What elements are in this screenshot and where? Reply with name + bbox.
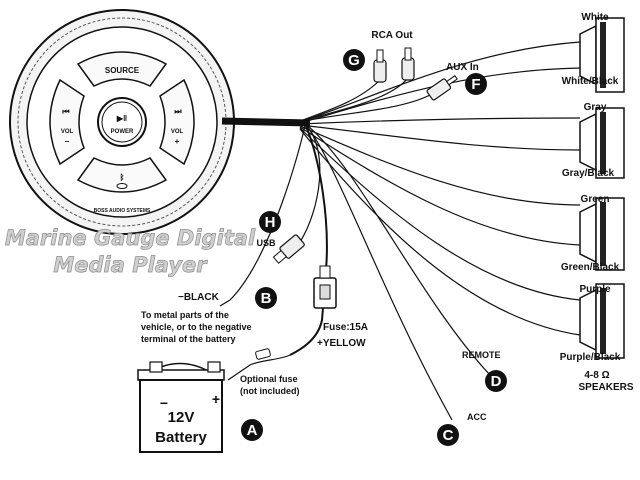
main-harness	[221, 117, 311, 127]
power-wires	[229, 123, 491, 421]
next-track-icon: ⏭	[174, 107, 182, 116]
speaker-3	[579, 197, 625, 271]
speaker-2-positive-label: Gray	[584, 102, 607, 113]
badge-d: D	[485, 370, 507, 392]
badge-g: G	[343, 49, 365, 71]
badge-c: C	[437, 424, 459, 446]
optional-fuse-line-2: (not included)	[240, 386, 300, 396]
speaker-impedance-label: 4-8 Ω	[584, 370, 609, 381]
badge-h-letter: H	[265, 214, 276, 231]
speaker-wires	[299, 41, 581, 336]
speaker-4-negative-label: Purple/Black	[560, 352, 621, 363]
bluetooth-icon: ᛒ	[120, 173, 125, 182]
badge-g-letter: G	[348, 52, 360, 69]
fuse-holder	[313, 265, 337, 309]
source-label: SOURCE	[105, 66, 140, 75]
ground-wire	[219, 299, 231, 307]
usb-plug	[272, 234, 305, 264]
remote-label: REMOTE	[462, 350, 501, 360]
battery-positive-terminal	[207, 361, 221, 373]
optional-fuse	[227, 348, 291, 381]
battery: − + 12V Battery	[137, 361, 225, 453]
rca-aux-wires	[299, 77, 431, 122]
vol-up-label: VOL	[171, 129, 184, 135]
connector-labels: RCA Out AUX In USB −BLACK To metal parts…	[141, 30, 501, 422]
battery-plus-sign: +	[212, 391, 220, 407]
minus-sign-icon: −	[65, 137, 70, 146]
vol-up-button[interactable]: ⏭ VOL +	[159, 78, 195, 166]
power-button[interactable]: ▶‖ POWER	[97, 97, 147, 147]
title-line-1: Marine Gauge Digital	[5, 226, 256, 250]
vol-down-label: VOL	[61, 129, 74, 135]
aux-in-label: AUX In	[446, 62, 479, 73]
black-note-line-1: To metal parts of the	[141, 310, 229, 320]
yellow-wire-label: +YELLOW	[317, 338, 366, 349]
speaker-2	[579, 107, 625, 179]
vol-down-button[interactable]: ⏮ VOL −	[49, 78, 85, 166]
badge-b: B	[255, 287, 277, 309]
title-line-2: Media Player	[53, 253, 208, 277]
badge-f: F	[465, 73, 487, 95]
badge-c-letter: C	[443, 427, 454, 444]
battery-negative-terminal	[149, 361, 163, 373]
speaker-4	[579, 283, 625, 359]
black-note-line-3: terminal of the battery	[141, 334, 236, 344]
brand-label: BOSS AUDIO SYSTEMS	[94, 208, 151, 214]
badge-a-letter: A	[247, 422, 258, 439]
bluetooth-button[interactable]: ᛒ	[76, 157, 168, 193]
speaker-1-negative-label: White/Black	[562, 76, 619, 87]
badge-f-letter: F	[471, 76, 480, 93]
usb-label: USB	[256, 238, 276, 248]
rca-out-label: RCA Out	[371, 30, 413, 41]
speaker-4-positive-label: Purple	[579, 284, 611, 295]
speakers-caption: SPEAKERS	[578, 382, 633, 393]
black-wire-label: −BLACK	[178, 292, 220, 303]
control-unit: SOURCE ⏮ VOL − ⏭ VOL + ᛒ ▶‖ POWER	[9, 9, 235, 235]
diagram-title: Marine Gauge Digital Media Player	[4, 226, 256, 278]
battery-voltage: 12V	[168, 409, 195, 426]
speaker-3-negative-label: Green/Black	[561, 262, 620, 273]
fuse-rating-label: Fuse:15A	[323, 322, 368, 333]
source-button[interactable]: SOURCE	[76, 51, 168, 87]
prev-track-icon: ⏮	[62, 107, 69, 116]
speaker-2-negative-label: Gray/Black	[562, 168, 615, 179]
black-note-line-2: vehicle, or to the negative	[141, 322, 252, 332]
rca-plug-right	[401, 47, 415, 81]
link-icon	[116, 183, 128, 189]
play-pause-icon: ▶‖	[116, 114, 127, 123]
aux-plug	[426, 75, 458, 101]
badge-b-letter: B	[261, 290, 272, 307]
speaker-1-positive-label: White	[581, 12, 609, 23]
battery-name: Battery	[155, 429, 207, 446]
badge-h: H	[259, 211, 281, 233]
power-label: POWER	[111, 129, 134, 135]
speaker-1	[579, 17, 625, 93]
badge-a: A	[241, 419, 263, 441]
optional-fuse-line-1: Optional fuse	[240, 374, 298, 384]
badge-d-letter: D	[491, 373, 502, 390]
plus-sign-icon: +	[175, 137, 180, 146]
speaker-3-positive-label: Green	[581, 194, 610, 205]
rca-plug-left	[373, 49, 387, 83]
speaker-labels: White White/Black Gray Gray/Black Green …	[560, 12, 634, 393]
battery-minus-sign: −	[160, 395, 168, 411]
acc-label: ACC	[467, 412, 487, 422]
